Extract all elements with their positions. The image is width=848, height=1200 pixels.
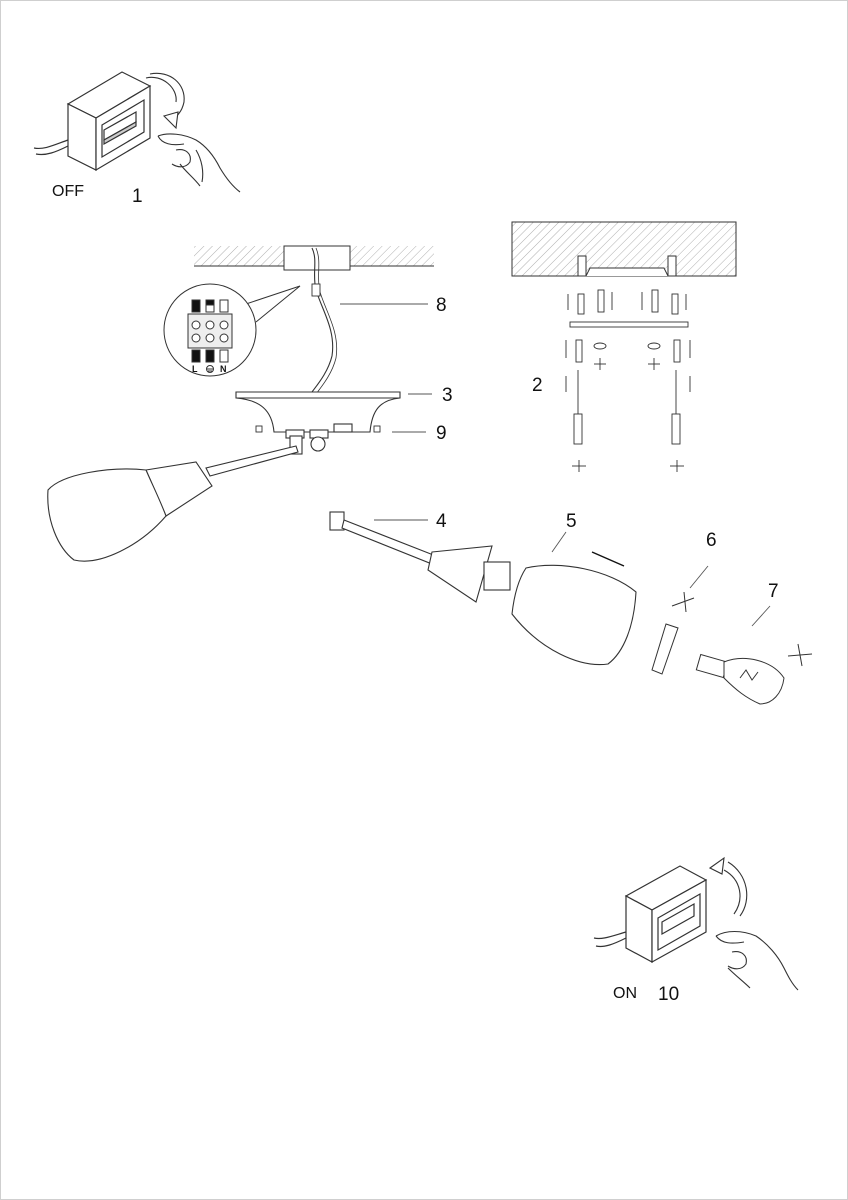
terminal-live-label: L [192,364,198,374]
screw-icon [255,425,381,433]
mounting-bracket [569,321,689,328]
callout-9: 9 [436,423,447,444]
screw-set [565,339,691,392]
leader-line-5 [551,531,567,553]
screwdriver-icon [572,370,684,472]
callout-2: 2 [532,375,543,396]
wall-switch-off-icon [33,71,152,172]
callout-7: 7 [768,581,779,602]
retaining-ring [651,591,695,675]
rotate-arrow-icon [708,856,748,917]
glass-shade-icon [47,461,213,562]
wall-plug-icon [567,289,687,315]
lamp-arm [329,511,511,603]
terminal-block-detail [163,283,301,377]
hand-icon [157,133,241,193]
off-state-label: OFF [52,183,84,200]
callout-8: 8 [436,295,447,316]
rotate-arrow-icon [145,72,185,130]
insert-direction-arrow [591,551,625,567]
wall-switch-on-icon [593,865,708,964]
step-1-number: 1 [132,186,143,207]
light-bulb-icon [695,643,813,705]
installed-lamp-arm [205,435,326,477]
power-cable [311,247,334,393]
glass-shade-icon [511,564,637,666]
callout-3: 3 [442,385,453,406]
callout-6: 6 [706,530,717,551]
power-cable-outline [315,247,338,395]
canopy [235,391,401,439]
on-state-label: ON [613,985,637,1002]
callout-4: 4 [436,511,447,532]
step-10-number: 10 [658,984,679,1005]
leader-line-7 [751,605,771,627]
mounting-ceiling [511,221,737,277]
terminal-neutral-label: N [220,364,227,374]
leader-line-6 [689,565,709,589]
callout-5: 5 [566,511,577,532]
cable-clamp [311,283,321,297]
hand-icon [715,930,799,991]
